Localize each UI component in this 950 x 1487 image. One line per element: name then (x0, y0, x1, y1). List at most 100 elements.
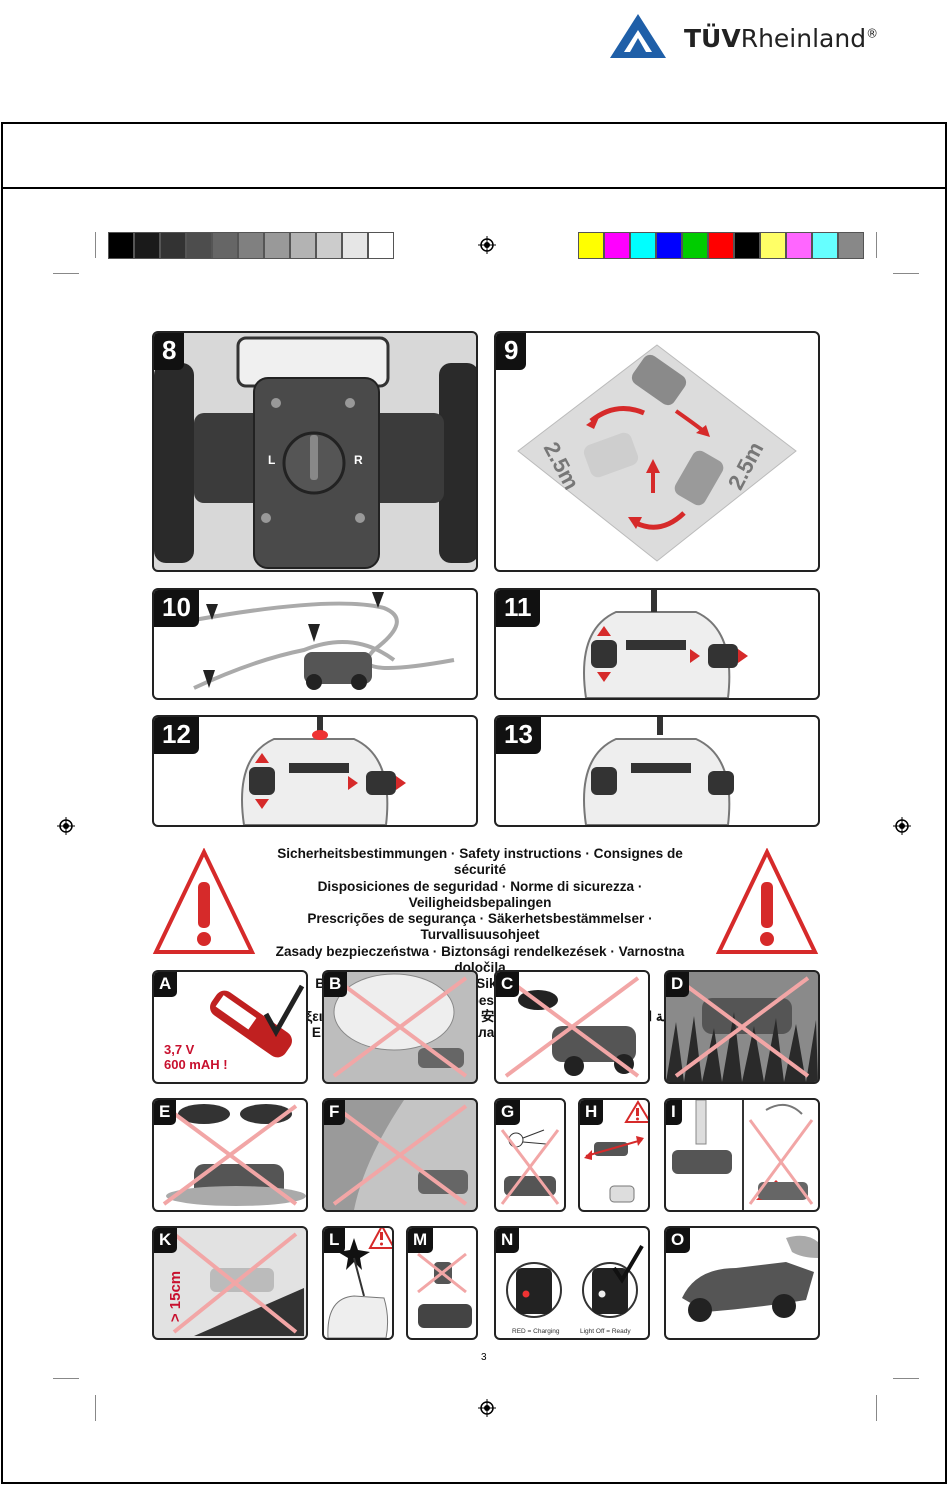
crop-mark (95, 1395, 96, 1421)
color-swatch (604, 232, 630, 259)
crop-mark (876, 1395, 877, 1421)
tile-c-no-obstacles: C (494, 970, 650, 1084)
registration-mark-icon (57, 817, 75, 835)
tile-b-no-road-traffic: B (322, 970, 478, 1084)
color-swatch (838, 232, 864, 259)
step-8-panel: L R 8 (152, 331, 478, 572)
slalom-course-illustration (193, 592, 455, 690)
step-13-panel: 13 (494, 715, 820, 827)
tile-letter: I (666, 1100, 682, 1125)
color-swatch (212, 232, 238, 259)
step-number: 9 (496, 333, 527, 370)
battery-voltage: 3,7 V (164, 1042, 195, 1057)
prohibition-cross-icon (172, 1232, 298, 1334)
tile-h-range-warning: H (578, 1098, 650, 1212)
tile-a-battery: A 3,7 V 600 mAH ! (152, 970, 308, 1084)
color-swatch (812, 232, 838, 259)
battery-capacity: 600 mAH ! (164, 1057, 228, 1072)
safety-line: Disposiciones de seguridad · Norme di si… (317, 878, 643, 910)
color-swatch (290, 232, 316, 259)
distance-warning-illustration (584, 1100, 648, 1203)
tile-letter: A (154, 972, 178, 997)
step-number: 11 (496, 590, 540, 627)
caption-charging: RED = Charging (512, 1328, 560, 1335)
tile-i-no-lifting-while-moving: I (664, 1098, 820, 1212)
crop-mark (95, 232, 96, 258)
tuv-logo-icon (610, 14, 666, 58)
antenna-remote-illustration (327, 1228, 392, 1338)
tile-letter: C (496, 972, 520, 997)
crop-mark (53, 1378, 79, 1379)
right-label: R (354, 453, 363, 467)
crop-mark (876, 232, 877, 258)
step-number: 13 (496, 717, 541, 754)
tuv-logo-text: TÜVRheinland® (684, 24, 879, 53)
registration-mark-icon (893, 817, 911, 835)
tile-letter: O (666, 1228, 691, 1253)
prohibition-cross-icon (162, 1104, 298, 1206)
header-divider (1, 187, 947, 189)
step-number: 12 (154, 717, 199, 754)
step-number: 8 (154, 333, 185, 370)
color-swatch (160, 232, 186, 259)
color-swatch (368, 232, 394, 259)
prohibition-cross-icon (674, 976, 810, 1078)
gray-calibration-bar (108, 232, 394, 259)
figure-eight-driving-illustration (517, 344, 797, 562)
tile-letter: M (408, 1228, 434, 1253)
tile-letter: B (324, 972, 348, 997)
crop-mark (893, 273, 919, 274)
prohibition-cross-icon (500, 1129, 560, 1205)
color-swatch (734, 232, 760, 259)
color-swatch (708, 232, 734, 259)
color-swatch (682, 232, 708, 259)
tile-g-no-heat: G (494, 1098, 566, 1212)
color-swatch (578, 232, 604, 259)
registration-mark-icon (478, 1399, 496, 1417)
page-number: 3 (481, 1352, 487, 1363)
color-swatch (316, 232, 342, 259)
tile-letter: L (324, 1228, 346, 1253)
prohibition-cross-icon (332, 1104, 468, 1206)
safety-line: Sicherheitsbestimmungen · Safety instruc… (277, 846, 683, 878)
remote-control-illustration (583, 590, 748, 698)
tile-m-no-antenna-on-car: M (406, 1226, 478, 1340)
prohibition-cross-icon (417, 1252, 467, 1294)
step-10-panel: 10 (152, 588, 478, 700)
battery-spec: 3,7 V 600 mAH ! (164, 1042, 228, 1072)
tile-l-antenna-warning: L (322, 1226, 394, 1340)
battery-icon (210, 984, 305, 1058)
tile-k-no-jumps: K > 15cm (152, 1226, 308, 1340)
tile-letter: H (580, 1100, 604, 1125)
tile-e-no-rain-snow: E (152, 1098, 308, 1212)
tile-f-no-sand: F (322, 1098, 478, 1212)
lifting-car-illustration (672, 1100, 808, 1210)
crop-mark (893, 1378, 919, 1379)
tile-n-charging-indicator: N RED = Charging Light Off = Ready (494, 1226, 650, 1340)
car-underside-illustration (154, 336, 476, 569)
registration-mark-icon (478, 236, 496, 254)
crop-mark (53, 273, 79, 274)
prohibition-cross-icon (504, 976, 640, 1078)
color-swatch (786, 232, 812, 259)
color-swatch (238, 232, 264, 259)
step-number: 10 (154, 590, 199, 627)
remote-control-illustration (583, 717, 734, 825)
color-swatch (630, 232, 656, 259)
caption-ready: Light Off = Ready (580, 1328, 631, 1335)
warning-triangle-icon (715, 848, 819, 954)
document-frame (1, 122, 947, 1484)
prohibition-cross-icon (332, 976, 468, 1078)
remote-control-illustration (241, 717, 406, 825)
safety-line: Prescrições de segurança · Säkerhetsbest… (307, 911, 653, 943)
car-battery-removal-illustration (682, 1235, 818, 1322)
tile-letter: D (666, 972, 690, 997)
tile-letter: G (496, 1100, 521, 1125)
color-swatch (342, 232, 368, 259)
color-swatch (108, 232, 134, 259)
color-swatch (760, 232, 786, 259)
tile-letter: K (154, 1228, 178, 1253)
color-swatch (186, 232, 212, 259)
left-label: L (268, 453, 276, 467)
prohibition-cross-icon (748, 1119, 814, 1205)
